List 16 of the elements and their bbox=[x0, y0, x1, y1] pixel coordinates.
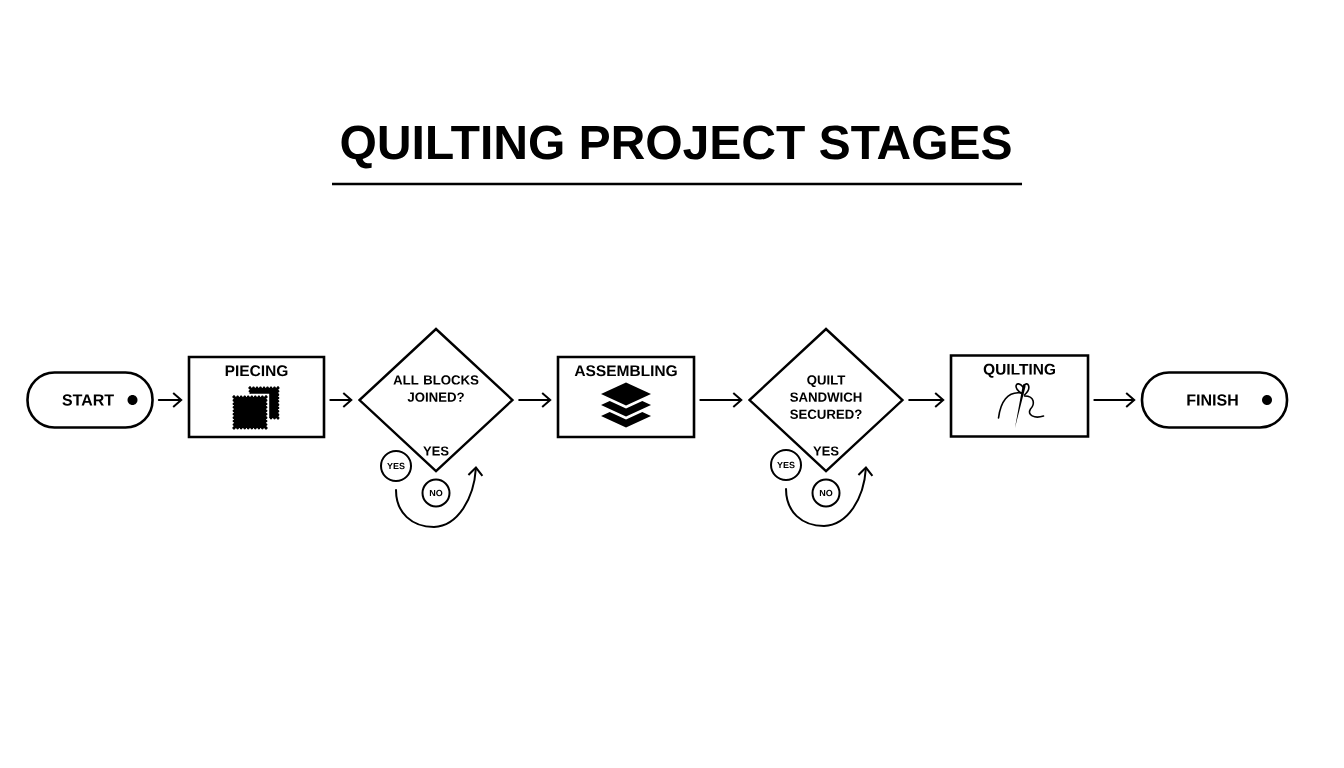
process-box: PIECING bbox=[187, 355, 326, 439]
terminal-pill: START bbox=[26, 371, 154, 429]
title: QUILTING PROJECT STAGES bbox=[341, 125, 1011, 169]
loop-arrow bbox=[395, 466, 484, 528]
arrow bbox=[908, 392, 945, 408]
arrow bbox=[518, 392, 552, 408]
process-box: QUILTING bbox=[949, 354, 1090, 438]
terminal-pill: FINISH bbox=[1140, 371, 1289, 429]
arrow bbox=[1093, 392, 1136, 408]
arrow bbox=[699, 392, 743, 408]
branch-label: YES bbox=[423, 446, 449, 456]
loop-arrow bbox=[785, 466, 874, 527]
arrow bbox=[157, 392, 183, 408]
arrow bbox=[329, 392, 353, 408]
process-box: ASSEMBLING bbox=[556, 355, 696, 439]
branch-label: YES bbox=[813, 446, 839, 456]
